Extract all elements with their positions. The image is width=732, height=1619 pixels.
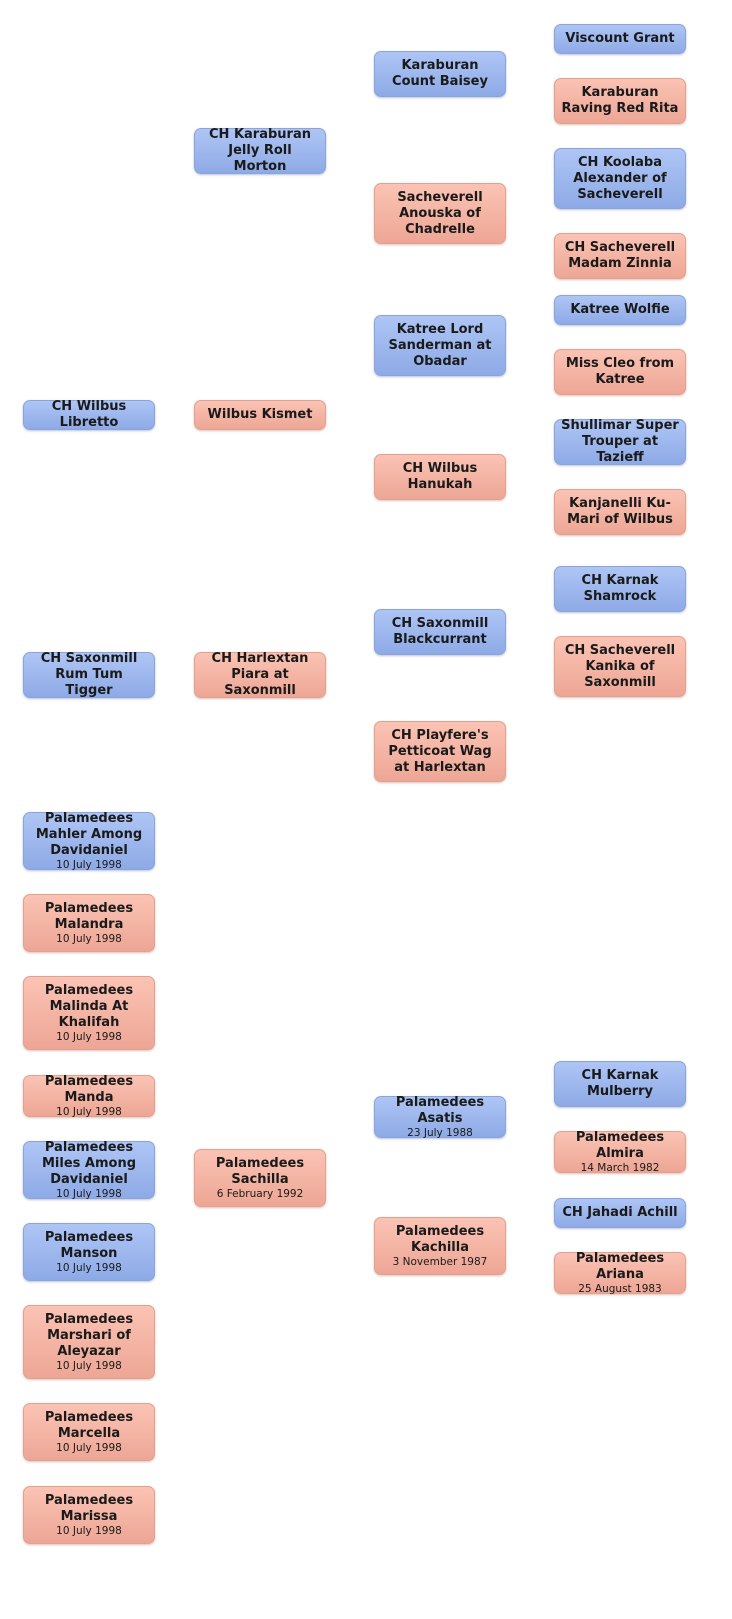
dog-node-ch-karaburan-jelly-roll[interactable]: CH Karaburan Jelly Roll Morton [194, 127, 326, 174]
dog-birth-date: 10 July 1998 [56, 1359, 122, 1372]
dog-birth-date: 3 November 1987 [392, 1255, 488, 1268]
dog-birth-date: 14 March 1982 [580, 1161, 660, 1174]
dog-node-ch-sacheverell-kanika[interactable]: CH Sacheverell Kanika of Saxonmill [554, 636, 686, 697]
dog-name: Katree Lord Sanderman at Obadar [388, 321, 492, 369]
dog-name: Miss Cleo from Katree [565, 356, 675, 387]
dog-name: Palamedees Ariana [575, 1250, 665, 1282]
dog-node-karaburan-count-baisey[interactable]: Karaburan Count Baisey [374, 51, 506, 97]
dog-name: CH Playfere's Petticoat Wag at Harlextan [388, 727, 492, 775]
dog-name: Katree Wolfie [570, 302, 670, 317]
dog-name: Palamedees Malinda At Khalifah [44, 982, 134, 1030]
dog-node-ch-jahadi-achill[interactable]: CH Jahadi Achill [554, 1198, 686, 1228]
dog-birth-date: 10 July 1998 [56, 1524, 122, 1537]
dog-name: Palamedees Sachilla [215, 1155, 305, 1187]
dog-name: CH Jahadi Achill [562, 1205, 678, 1220]
dog-name: CH Wilbus Libretto [51, 399, 127, 430]
dog-birth-date: 10 July 1998 [56, 1030, 122, 1043]
dog-name: Shullimar Super Trouper at Tazieff [561, 418, 679, 465]
dog-node-katree-wolfie[interactable]: Katree Wolfie [554, 295, 686, 325]
dog-name: Palamedees Kachilla [395, 1223, 485, 1255]
dog-name: Palamedees Malandra [44, 900, 134, 932]
dog-node-ch-wilbus-libretto[interactable]: CH Wilbus Libretto [23, 399, 155, 430]
dog-name: CH Harlextan Piara at Saxonmill [211, 651, 309, 698]
dog-name: CH Karnak Mulberry [581, 1068, 659, 1099]
dog-name: Karaburan Raving Red Rita [561, 85, 679, 116]
dog-node-shullimar-super-trouper[interactable]: Shullimar Super Trouper at Tazieff [554, 418, 686, 465]
dog-birth-date: 25 August 1983 [578, 1282, 662, 1295]
dog-name: Palamedees Marcella [44, 1409, 134, 1441]
dog-name: Palamedees Mahler Among Davidaniel [35, 810, 143, 858]
dog-name: Sacheverell Anouska of Chadrelle [397, 189, 483, 237]
dog-name: Viscount Grant [565, 31, 675, 46]
dog-birth-date: 10 July 1998 [56, 1105, 122, 1118]
dog-name: Palamedees Manda [44, 1073, 134, 1105]
dog-name: CH Karaburan Jelly Roll Morton [209, 127, 311, 174]
dog-node-wilbus-kismet[interactable]: Wilbus Kismet [194, 400, 326, 430]
dog-name: CH Saxonmill Blackcurrant [391, 616, 489, 647]
dog-node-ch-wilbus-hanukah[interactable]: CH Wilbus Hanukah [374, 454, 506, 500]
dog-node-karaburan-raving-red-rita[interactable]: Karaburan Raving Red Rita [554, 78, 686, 124]
dog-name: Palamedees Marshari of Aleyazar [44, 1311, 134, 1359]
dog-node-katree-lord-sanderman[interactable]: Katree Lord Sanderman at Obadar [374, 315, 506, 376]
dog-name: Palamedees Miles Among Davidaniel [41, 1139, 137, 1187]
dog-name: CH Wilbus Hanukah [402, 461, 478, 492]
dog-node-ch-playferes-petticoat-wag[interactable]: CH Playfere's Petticoat Wag at Harlextan [374, 721, 506, 782]
dog-node-miss-cleo-from-katree[interactable]: Miss Cleo from Katree [554, 349, 686, 395]
dog-birth-date: 10 July 1998 [56, 1441, 122, 1454]
dog-birth-date: 10 July 1998 [56, 1187, 122, 1200]
dog-birth-date: 23 July 1988 [407, 1126, 473, 1139]
dog-birth-date: 6 February 1992 [216, 1187, 304, 1200]
dog-name: Palamedees Almira [575, 1129, 665, 1161]
dog-name: CH Karnak Shamrock [581, 573, 659, 604]
dog-node-ch-karnak-shamrock[interactable]: CH Karnak Shamrock [554, 566, 686, 612]
dog-name: CH Sacheverell Madam Zinnia [564, 240, 676, 271]
dog-node-ch-koolaba-alexander[interactable]: CH Koolaba Alexander of Sacheverell [554, 148, 686, 209]
dog-name: Palamedees Asatis [395, 1094, 485, 1126]
dog-name: Karaburan Count Baisey [392, 58, 488, 89]
dog-name: Palamedees Marissa [44, 1492, 134, 1524]
dog-node-ch-karnak-mulberry[interactable]: CH Karnak Mulberry [554, 1061, 686, 1107]
dog-node-ch-sacheverell-madam-zinnia[interactable]: CH Sacheverell Madam Zinnia [554, 233, 686, 279]
dog-name: CH Koolaba Alexander of Sacheverell [573, 154, 667, 202]
dog-node-viscount-grant[interactable]: Viscount Grant [554, 24, 686, 54]
dog-birth-date: 10 July 1998 [56, 932, 122, 945]
dog-name: CH Saxonmill Rum Tum Tigger [40, 651, 138, 698]
dog-node-ch-saxonmill-rum-tum-tigger[interactable]: CH Saxonmill Rum Tum Tigger [23, 651, 155, 698]
dog-name: Palamedees Manson [44, 1229, 134, 1261]
dog-name: CH Sacheverell Kanika of Saxonmill [564, 642, 676, 690]
dog-node-ch-harlextan-piara[interactable]: CH Harlextan Piara at Saxonmill [194, 651, 326, 698]
dog-birth-date: 10 July 1998 [56, 1261, 122, 1274]
dog-node-sacheverell-anouska[interactable]: Sacheverell Anouska of Chadrelle [374, 183, 506, 244]
dog-node-ch-saxonmill-blackcurrant[interactable]: CH Saxonmill Blackcurrant [374, 609, 506, 655]
dog-name: Wilbus Kismet [207, 407, 313, 422]
dog-birth-date: 10 July 1998 [56, 858, 122, 871]
dog-name: Kanjanelli Ku-Mari of Wilbus [567, 496, 673, 527]
dog-node-kanjanelli-ku-mari[interactable]: Kanjanelli Ku-Mari of Wilbus [554, 489, 686, 535]
